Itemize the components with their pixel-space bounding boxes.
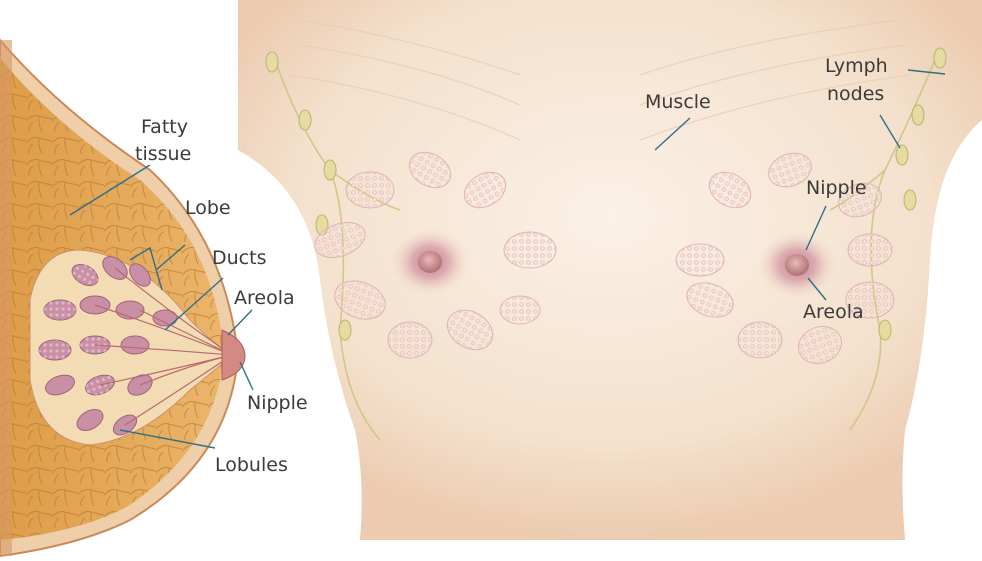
label-nipple-right: Nipple	[806, 177, 867, 199]
right-front-nipple	[785, 254, 809, 276]
label-areola-right: Areola	[803, 301, 864, 323]
label-lymph-nodes-line2: nodes	[827, 83, 884, 105]
label-muscle: Muscle	[645, 91, 711, 113]
front-torso	[238, 0, 982, 540]
left-front-nipple	[418, 251, 442, 273]
breast-cross-section	[0, 40, 245, 556]
label-areola-left: Areola	[234, 287, 295, 309]
label-fatty-tissue-line1: Fatty	[141, 116, 188, 138]
label-lobe: Lobe	[185, 197, 231, 219]
label-lymph-nodes-line1: Lymph	[825, 55, 888, 77]
label-fatty-tissue-line2: tissue	[135, 143, 191, 165]
label-nipple-left: Nipple	[247, 392, 308, 414]
leader-nipple-left	[240, 362, 253, 390]
label-lobules: Lobules	[215, 454, 288, 476]
label-ducts: Ducts	[212, 247, 266, 269]
